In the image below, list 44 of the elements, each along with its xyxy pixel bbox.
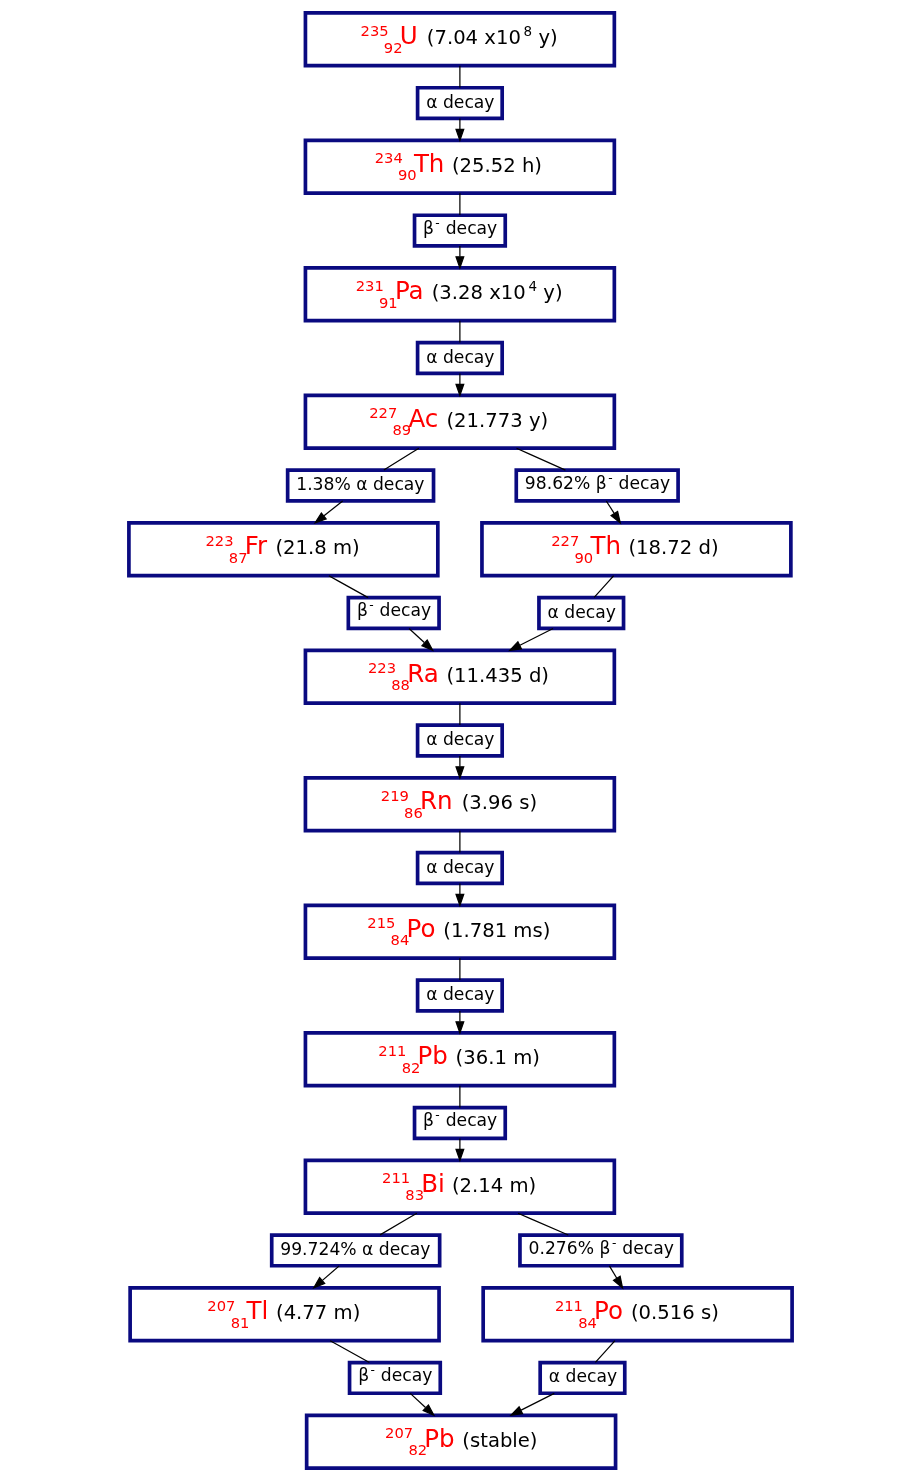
arrow xyxy=(311,1265,340,1289)
connector xyxy=(593,575,614,599)
node-box: β$^{-}$ decay xyxy=(412,213,507,248)
connector xyxy=(327,575,369,599)
arrow xyxy=(454,1010,465,1035)
arrow xyxy=(407,627,434,652)
connector xyxy=(458,830,460,854)
arrow xyxy=(608,1265,623,1290)
node-box: 98.62% β$^{-}$ decay xyxy=(513,468,680,503)
arrow xyxy=(454,117,465,143)
arrow xyxy=(508,1392,555,1417)
arrow xyxy=(605,500,621,525)
connector xyxy=(594,1340,615,1363)
connector xyxy=(329,1340,370,1364)
node-box: β$^{-}$ decay xyxy=(347,1360,442,1396)
node-box: β$^{-}$ decay xyxy=(412,1105,507,1141)
node-box: 1.38% α decay xyxy=(285,468,435,503)
arrow xyxy=(409,1392,435,1417)
connector xyxy=(458,957,460,981)
connector xyxy=(382,447,420,471)
arrow xyxy=(454,1137,465,1163)
node-box: β$^{-}$ decay xyxy=(346,595,441,631)
arrow xyxy=(507,627,554,652)
arrow xyxy=(313,500,343,524)
node-box: α decay xyxy=(415,723,504,758)
node-box: α decay xyxy=(415,85,504,121)
node-box: α decay xyxy=(537,1360,627,1396)
node-box: α decay xyxy=(415,978,504,1013)
node-box: 99.724% α decay xyxy=(269,1233,441,1268)
node-box: α decay xyxy=(415,340,504,376)
connector xyxy=(458,192,460,216)
connector xyxy=(458,702,460,726)
node-box: α decay xyxy=(536,595,625,631)
node-box: 0.276% β$^{-}$ decay xyxy=(517,1233,684,1268)
connector xyxy=(515,447,566,471)
arrow xyxy=(454,245,465,270)
arrow xyxy=(454,372,465,398)
connector xyxy=(458,320,460,344)
node-box: α decay xyxy=(415,850,504,886)
arrow xyxy=(454,882,465,908)
arrow xyxy=(454,755,465,780)
connector xyxy=(378,1212,418,1236)
connector xyxy=(458,1085,460,1108)
connector xyxy=(458,65,460,89)
